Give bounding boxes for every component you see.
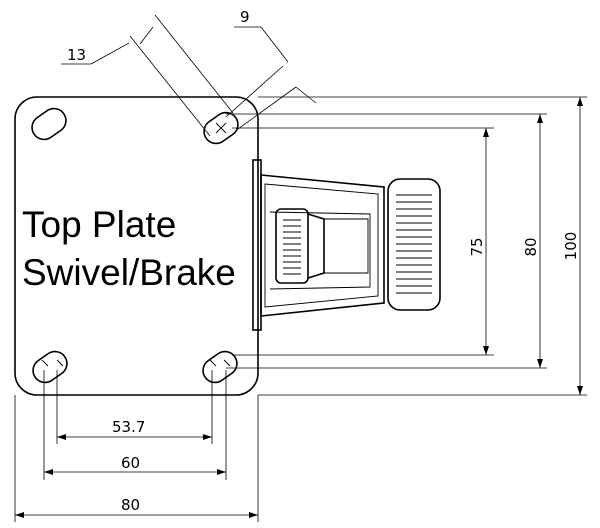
label-hole-spacing-outer: 60: [121, 454, 140, 472]
label-slot-length: 13: [67, 46, 86, 64]
label-plate-length: 100: [562, 232, 580, 261]
swivel-flange: [252, 159, 262, 331]
dimension-hole-spacing-inner: 53.7: [56, 370, 213, 444]
brake-pedal: [387, 178, 441, 311]
dimension-slot-length: 13: [61, 14, 234, 137]
label-slot-width: 9: [240, 8, 250, 26]
dimension-slot-width: 9: [225, 8, 317, 130]
mounting-hole-top-right: [203, 111, 239, 145]
brake-mechanism: [252, 159, 441, 331]
dimension-plate-length: 100: [258, 96, 587, 396]
dimension-plate-width: 80: [14, 395, 259, 522]
title-line-1: Top Plate: [22, 204, 176, 245]
mounting-hole-top-left: [31, 107, 67, 141]
dimension-hole-spacing-vertical-inner: 75: [232, 127, 494, 356]
dimension-hole-spacing-outer: 60: [43, 370, 227, 480]
label-hole-spacing-inner: 53.7: [112, 418, 145, 436]
title-line-2: Swivel/Brake: [22, 252, 236, 293]
brake-lever-inner: [275, 208, 309, 284]
brake-housing: [260, 174, 385, 317]
label-hole-spacing-vertical-outer: 80: [522, 237, 540, 256]
dimension-hole-spacing-vertical-outer: 80: [226, 113, 547, 369]
top-plate: Top Plate Swivel/Brake: [14, 96, 259, 396]
mounting-hole-bottom-right: [202, 350, 238, 384]
plate-outline: [14, 96, 259, 396]
mounting-hole-bottom-left: [32, 350, 68, 384]
label-hole-spacing-vertical-inner: 75: [468, 237, 486, 256]
label-plate-width: 80: [121, 496, 140, 514]
